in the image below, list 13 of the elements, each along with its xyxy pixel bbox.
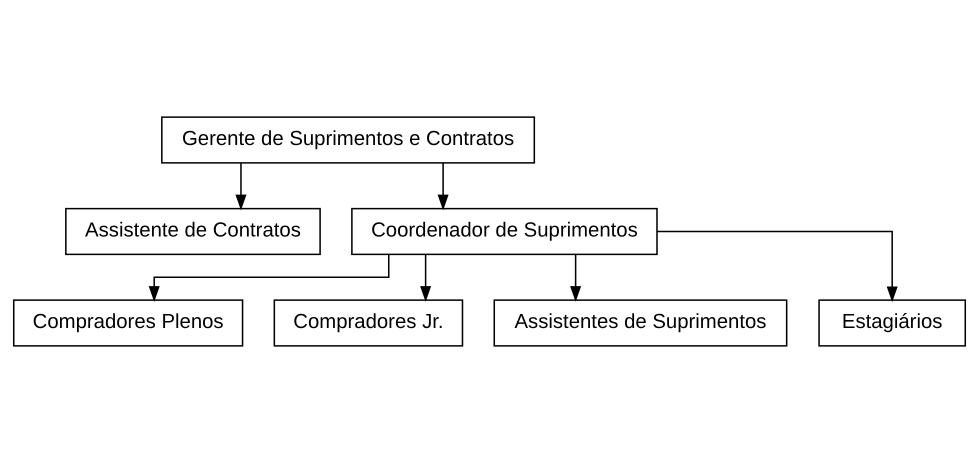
arrow [657, 230, 898, 302]
arrow [438, 162, 449, 210]
arrow [148, 254, 390, 302]
node-box: Estagiários [818, 298, 966, 346]
node-box: Compradores Plenos [12, 298, 244, 346]
arrow [570, 254, 582, 302]
node-box: Coordenador de Suprimentos [351, 207, 658, 255]
arrow [235, 162, 246, 210]
node-box: Assistente de Contratos [65, 207, 321, 255]
arrow [420, 254, 432, 302]
node-box: Gerente de Suprimentos e Contratos [161, 116, 536, 164]
node-box: Assistentes de Suprimentos [494, 298, 788, 346]
node-box: Compradores Jr. [274, 298, 464, 346]
